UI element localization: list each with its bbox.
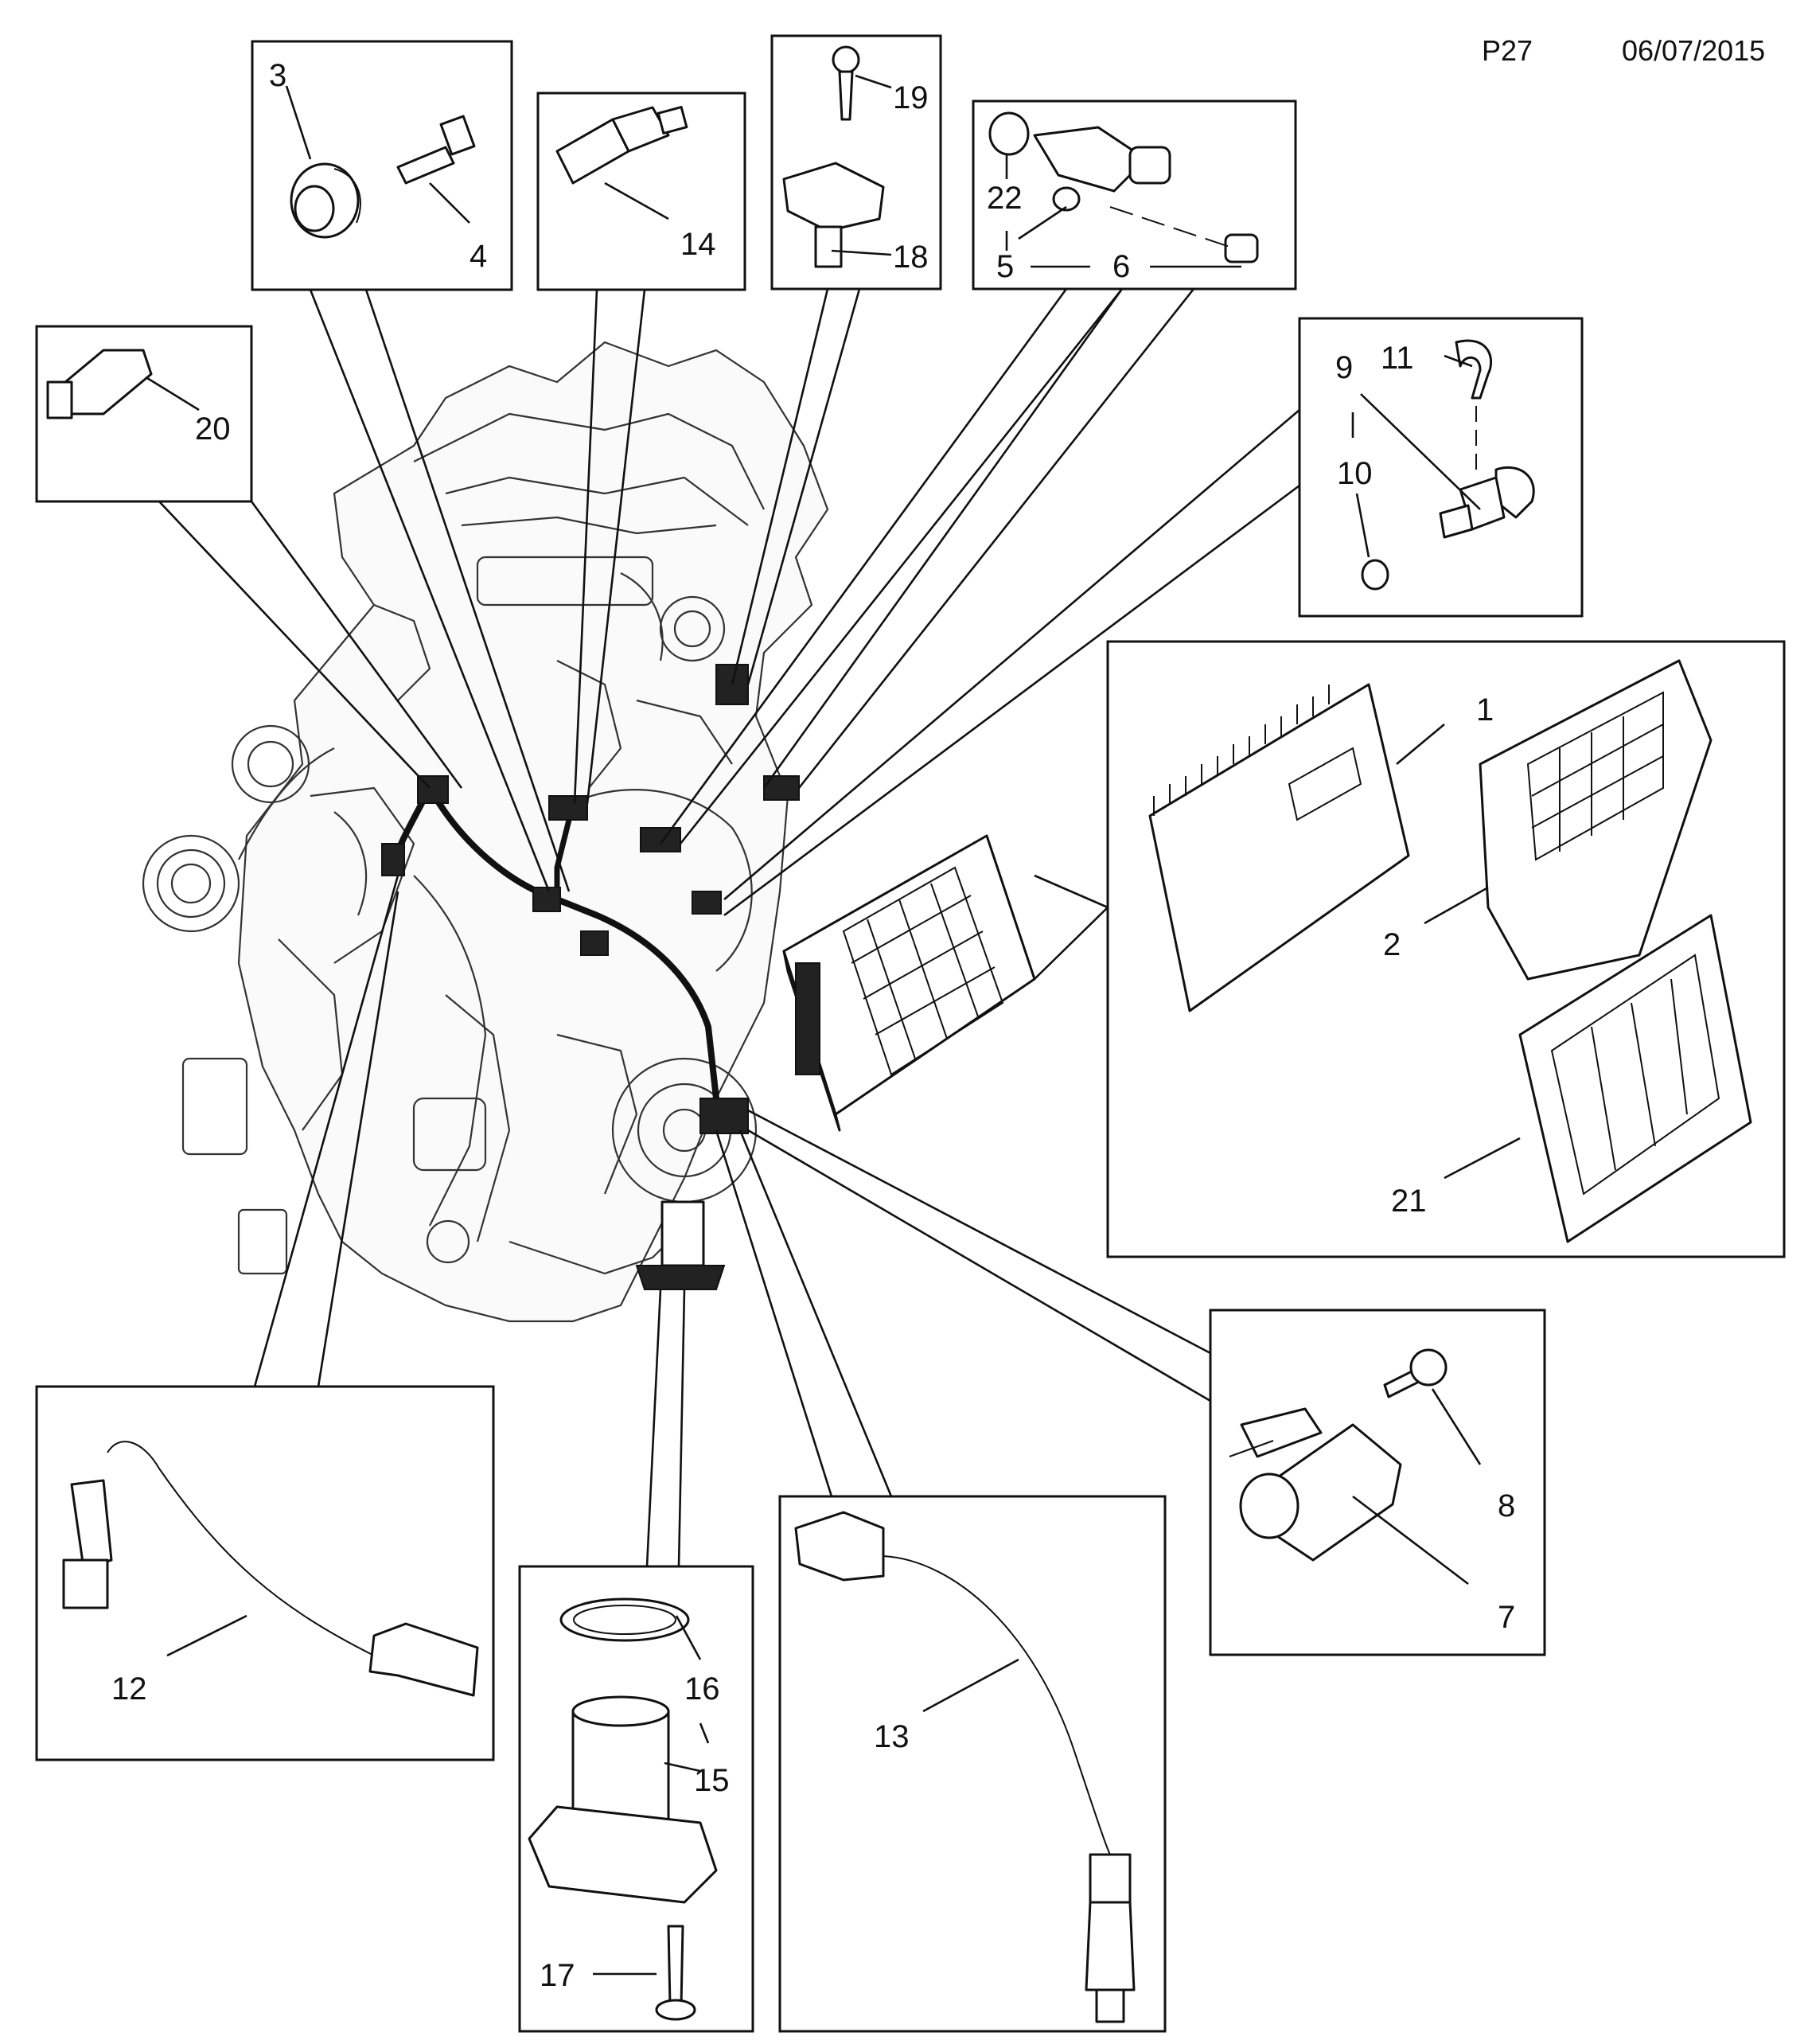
leader-11 [1444,354,1473,368]
callout-3: 3 [269,58,286,93]
callout-1: 1 [1476,692,1494,727]
callout-20: 20 [195,412,231,447]
box-parts-5-6-22 [972,99,1297,291]
ecu-components-illustration [1148,659,1752,1243]
tensioner-pulley-illustration [290,115,476,239]
crankshaft-sensor-illustration [1229,1348,1448,1562]
callout-17: 17 [540,1958,575,1993]
callout-14: 14 [680,227,716,262]
leader-10 [1355,493,1370,558]
leader-4 [429,182,470,224]
box-parts-9-10-11 [1298,317,1584,618]
box-part-20 [35,325,253,503]
callout-21: 21 [1391,1184,1427,1219]
leader-19 [855,74,892,89]
pressure-sensor-illustration [555,106,688,185]
callout-15: 15 [694,1763,730,1798]
leader-5b [1018,205,1067,240]
callout-6: 6 [1112,249,1130,284]
callout-18: 18 [893,240,929,275]
callout-4: 4 [470,239,487,274]
callout-11: 11 [1381,341,1414,376]
leader-7 [1352,1495,1469,1586]
leader-13 [922,1658,1019,1713]
callout-2: 2 [1383,927,1401,962]
leader-9 [1351,393,1481,510]
leader-14 [604,181,669,220]
leader-16 [675,1615,702,1660]
leader-15 [664,1722,710,1773]
callout-9: 9 [1335,350,1353,385]
leader-20 [146,376,200,412]
engine-illustration [142,341,829,1323]
leader-12 [166,1614,247,1657]
callout-10: 10 [1337,456,1373,491]
leader-1 [1396,724,1445,765]
callout-13: 13 [874,1719,910,1754]
leader-2 [1424,886,1489,925]
map-sensor-illustration [782,45,885,268]
callout-16: 16 [684,1671,720,1707]
box-part-13 [778,1495,1167,2033]
callout-22: 22 [987,181,1023,216]
ecu-illustration [782,834,1036,1132]
callout-8: 8 [1498,1488,1515,1523]
callout-12: 12 [111,1671,147,1707]
leader-3 [285,85,312,160]
page-code: P27 [1482,34,1533,67]
engine-leader-lines [158,288,1300,1567]
oil-pressure-switch-illustration [46,349,153,419]
camshaft-sensor-illustration [988,111,1259,263]
box-parts-15-16-17 [518,1565,754,2033]
box-parts-18-19 [770,34,942,291]
box-parts-1-2-21 [1106,640,1786,1258]
box-part-12 [35,1385,495,1761]
leader-8 [1431,1388,1482,1465]
oxygen-sensor-13-illustration [794,1511,1136,2023]
callout-5: 5 [996,249,1014,284]
leader-21 [1444,1137,1521,1180]
page-date: 06/07/2015 [1622,34,1765,67]
callout-7: 7 [1498,1600,1515,1635]
coolant-temperature-sensor-illustration [1361,339,1535,591]
callout-19: 19 [893,80,929,115]
leader-18 [831,249,892,256]
oxygen-sensor-12-illustration [62,1441,479,1697]
box-part-14 [536,92,746,291]
box-parts-3-4 [251,40,513,291]
leader-5 [1005,231,1090,268]
box-parts-7-8 [1209,1309,1546,1656]
oil-level-sensor-illustration [528,1597,718,2021]
